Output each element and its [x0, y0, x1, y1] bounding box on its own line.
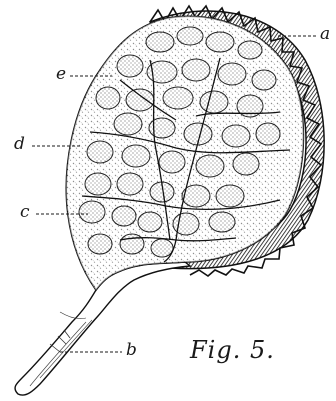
label-c: c: [20, 204, 30, 221]
figure-caption: Fig. 5.: [190, 336, 275, 364]
label-b: b: [126, 342, 137, 359]
label-d: d: [14, 136, 25, 153]
label-a: a: [320, 26, 330, 43]
label-e: e: [56, 66, 66, 83]
